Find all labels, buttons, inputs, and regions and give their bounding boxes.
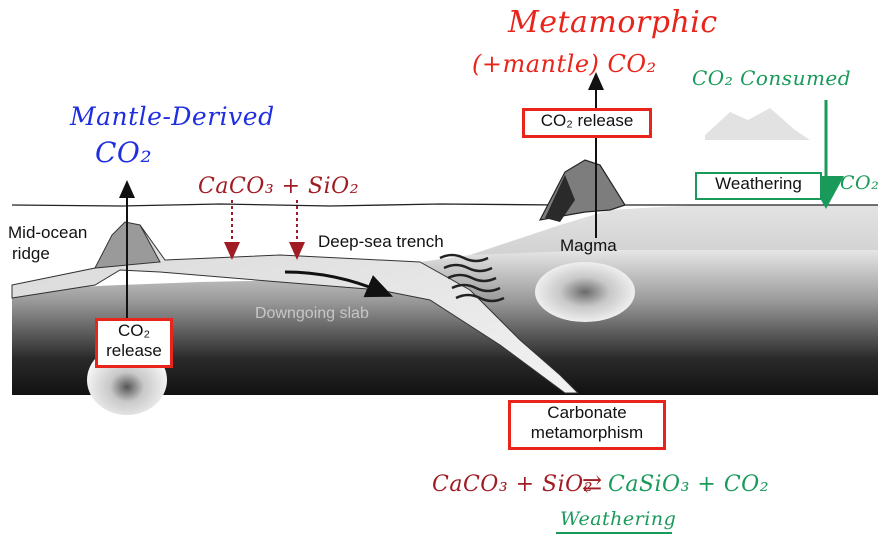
co2-release-top-text: CO₂ release	[541, 111, 634, 130]
downgoing-slab-label: Downgoing slab	[255, 305, 369, 323]
carbonate-line1: Carbonate	[511, 403, 663, 423]
carbonate-metamorphism-box: Carbonate metamorphism	[508, 400, 666, 450]
co2-release-left-line2: release	[98, 341, 170, 361]
magma-chamber-right	[535, 262, 635, 322]
deep-sea-trench-label: Deep-sea trench	[318, 232, 444, 252]
weathering-handwritten-note: Weathering	[560, 508, 676, 530]
metamorphic-note: Metamorphic	[508, 5, 718, 40]
caco3-sio2-note: CaCO₃ + SiO₂	[198, 174, 359, 199]
mid-ocean-ridge-label-1: Mid-ocean	[8, 223, 87, 243]
mid-ocean-ridge-label-2: ridge	[12, 244, 50, 264]
co2-release-left-line1: CO₂	[98, 321, 170, 341]
co2-release-top-box: CO₂ release	[522, 108, 652, 138]
carbonate-line2: metamorphism	[511, 423, 663, 443]
co2-consumed-note: CO₂ Consumed	[692, 66, 851, 90]
magma-label: Magma	[560, 236, 617, 256]
mantle-derived-co2-note: CO₂	[95, 136, 152, 169]
distant-mountains	[705, 108, 810, 140]
mantle-derived-note: Mantle-Derived	[70, 102, 275, 131]
co2-release-left-box: CO₂ release	[95, 318, 173, 368]
metamorphic-mantle-co2-note: (+mantle) CO₂	[472, 50, 657, 78]
weathering-box-text: Weathering	[715, 174, 802, 193]
equation-arrows: ⇄	[582, 470, 603, 498]
co2-small-note: CO₂	[840, 172, 878, 194]
equation-left: CaCO₃ + SiO₂	[432, 472, 593, 497]
weathering-box: Weathering	[695, 172, 822, 200]
equation-right-product: CaSiO₃ + CO₂	[608, 472, 769, 497]
